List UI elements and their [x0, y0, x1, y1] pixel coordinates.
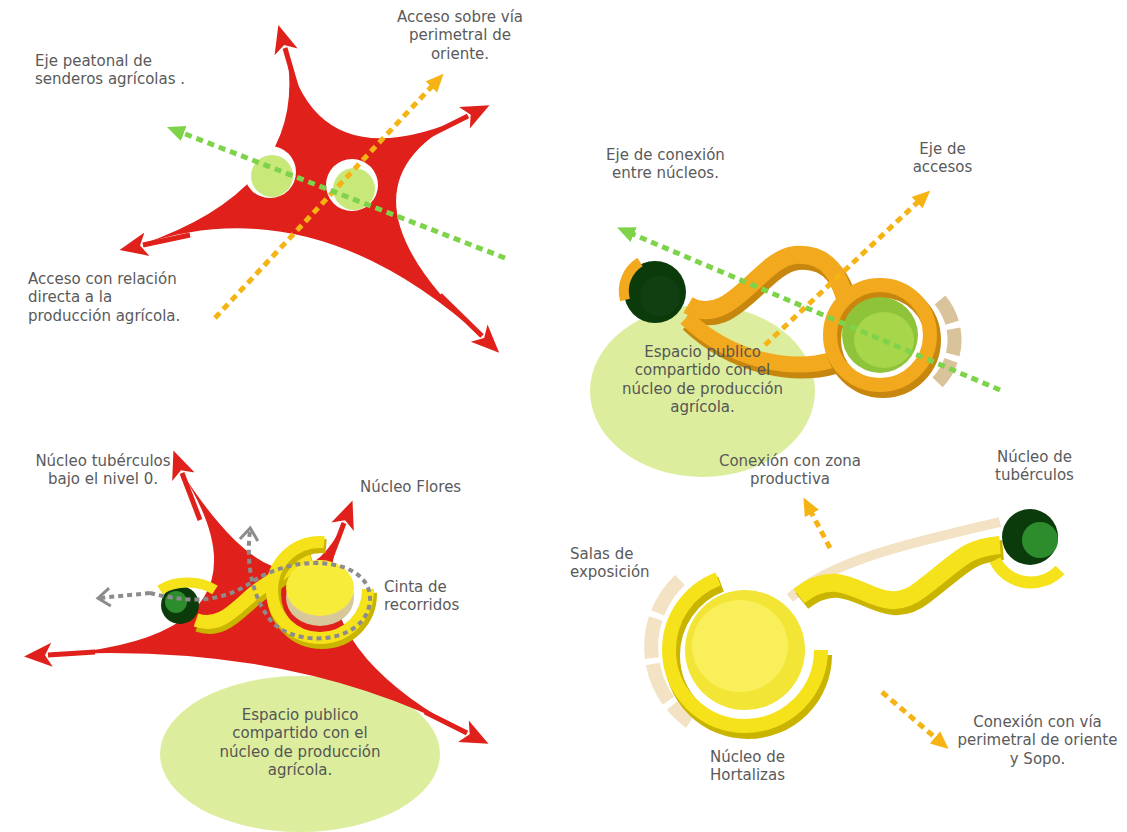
orange-loop — [624, 255, 955, 390]
red-star-part — [425, 712, 467, 733]
red-star-part — [285, 48, 300, 100]
route-loop — [100, 530, 370, 638]
callout-label: Conexión con zona productiva — [700, 452, 880, 489]
callout-label: Eje de accesos — [895, 140, 990, 177]
axis-arrows-part — [630, 233, 1000, 390]
yellow-loop-part — [1002, 509, 1058, 565]
connection-arrows-part — [882, 692, 938, 740]
yellow-loop-part — [1022, 522, 1058, 558]
yellow-loop-part — [799, 545, 1000, 600]
red-star-part — [143, 235, 190, 245]
red-star-part — [140, 45, 485, 340]
yellow-band-part — [272, 542, 368, 638]
yellow-band-part — [165, 591, 187, 613]
yellow-band — [160, 542, 370, 642]
route-loop-part — [100, 593, 150, 598]
yellow-loop-part — [692, 600, 788, 692]
yellow-loop — [651, 509, 1060, 731]
callout-label: Conexión con vía perimetral de oriente y… — [955, 713, 1120, 768]
callout-label: Núcleo de Hortalizas — [685, 748, 810, 785]
red-star-part — [420, 116, 468, 140]
orange-loop-part — [624, 261, 686, 323]
callout-label: Eje peatonal de senderos agrícolas . — [35, 52, 195, 89]
red-star — [45, 470, 470, 735]
axis-arrows-part — [215, 84, 434, 318]
callout-label: Cinta de recorridos — [384, 578, 484, 615]
orange-loop-part — [640, 276, 680, 316]
callout-label: Salas de exposición — [570, 545, 680, 582]
orange-loop-part — [842, 297, 918, 373]
orange-loop-part — [688, 255, 845, 310]
axis-arrows — [180, 84, 505, 318]
callout-label: Eje de conexión entre núcleos. — [598, 146, 733, 183]
yellow-band-part — [160, 583, 215, 591]
callout-label: Acceso con relación directa a la producc… — [28, 270, 198, 325]
red-star-part — [45, 470, 470, 735]
node-text: Espacio publico compartido con el núcleo… — [620, 343, 785, 416]
orange-loop-part — [624, 262, 640, 300]
orange-loop-part — [830, 285, 930, 385]
node-text: Espacio publico compartido con el núcleo… — [205, 706, 395, 779]
red-star-part — [48, 652, 95, 655]
callout-label: Núcleo tubérculos bajo el nivel 0. — [28, 452, 178, 489]
orange-loop-part — [686, 318, 832, 364]
route-loop-part — [150, 530, 370, 638]
connection-arrows-part — [810, 510, 830, 548]
yellow-loop-part — [685, 590, 805, 710]
callout-label: Acceso sobre vía perimetral de oriente. — [380, 8, 540, 63]
red-star-part — [182, 473, 200, 520]
callout-label: Núcleo Flores — [360, 478, 510, 496]
axis-arrows-part — [180, 132, 505, 258]
red-star — [140, 45, 485, 340]
yellow-loop-part — [995, 560, 1060, 582]
red-star-part — [330, 523, 344, 560]
yellow-loop-part — [669, 574, 821, 726]
red-star-part — [440, 295, 482, 336]
axis-arrows — [630, 200, 1000, 390]
connection-arrows — [810, 510, 938, 740]
callout-label: Núcleo de tubérculos — [972, 448, 1097, 485]
